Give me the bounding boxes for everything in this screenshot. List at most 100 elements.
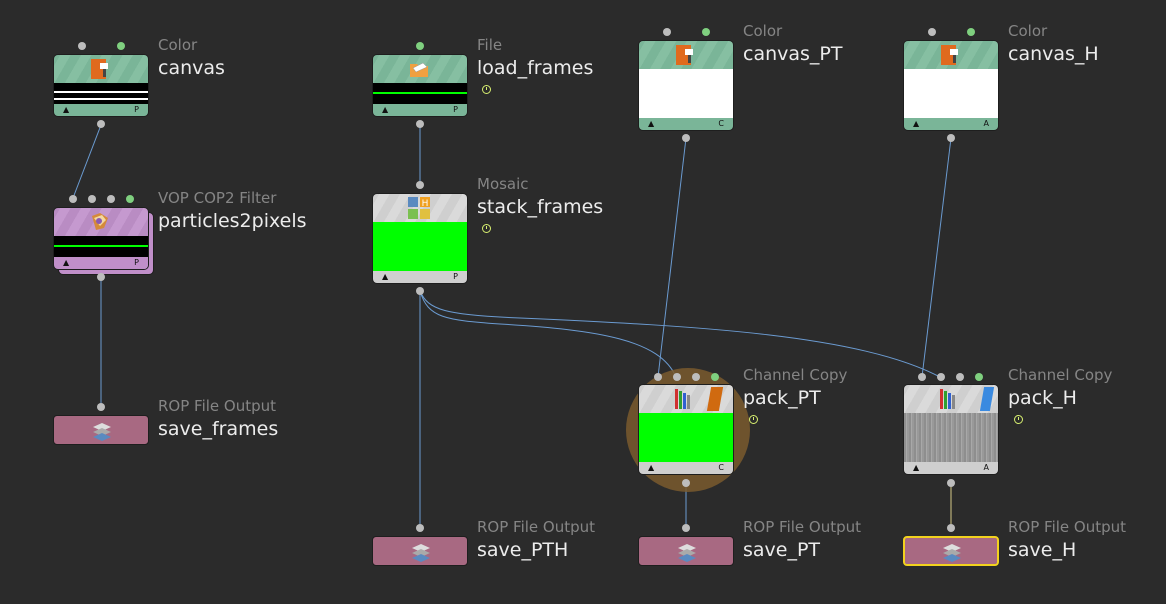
rop-icon [678, 544, 696, 562]
input-connector[interactable] [78, 42, 86, 50]
output-flag-dot[interactable] [975, 373, 983, 381]
mosaic-icon: H [408, 197, 430, 219]
node-flags: ▲P [373, 104, 467, 116]
node-name-label[interactable]: stack_frames [477, 196, 604, 218]
node-body[interactable]: ▲A [903, 40, 999, 131]
node-flags: ▲P [54, 257, 148, 269]
rop-icon [412, 544, 430, 562]
input-connector[interactable] [937, 373, 945, 381]
node-name-label[interactable]: particles2pixels [158, 210, 307, 232]
node-name-label[interactable]: pack_H [1008, 387, 1077, 409]
node-preview [904, 69, 998, 118]
color-icon [91, 59, 108, 79]
output-connector[interactable] [97, 120, 105, 128]
node-header [639, 41, 733, 69]
node-body[interactable]: ▲P [53, 207, 149, 270]
node-type-label: ROP File Output [1008, 518, 1127, 536]
node-type-label: Mosaic [477, 175, 529, 193]
node-header: H [373, 194, 467, 222]
node-type-label: Channel Copy [1008, 366, 1113, 384]
node-name-label[interactable]: save_PTH [477, 539, 569, 561]
output-flag-dot[interactable] [711, 373, 719, 381]
wire-stack-frames-to-pack-pt [419, 290, 677, 378]
output-flag-dot[interactable] [117, 42, 125, 50]
output-connector[interactable] [97, 273, 105, 281]
node-name-label[interactable]: canvas_H [1008, 43, 1099, 65]
node-flags: ▲P [373, 271, 467, 283]
output-flag-dot[interactable] [967, 28, 975, 36]
color-icon [941, 45, 958, 65]
node-body[interactable]: H ▲P [372, 193, 468, 284]
input-connector[interactable] [682, 524, 690, 532]
node-name-label[interactable]: load_frames [477, 57, 594, 79]
node-body[interactable]: ▲C [638, 384, 734, 475]
output-connector[interactable] [682, 134, 690, 142]
node-header [54, 208, 148, 236]
rop-node-body[interactable] [372, 536, 468, 566]
rop-node-body-selected[interactable] [903, 536, 999, 566]
node-type-label: VOP COP2 Filter [158, 189, 277, 207]
input-connector[interactable] [928, 28, 936, 36]
rop-node-body[interactable] [638, 536, 734, 566]
input-connector[interactable] [692, 373, 700, 381]
rop-node-body[interactable] [53, 415, 149, 445]
rop-icon [93, 423, 111, 441]
node-body[interactable]: ▲C [638, 40, 734, 131]
input-connector[interactable] [88, 195, 96, 203]
time-dependent-icon [482, 85, 491, 94]
output-connector[interactable] [947, 134, 955, 142]
node-preview [54, 83, 148, 104]
channel-swatch [979, 387, 995, 411]
input-connector[interactable] [956, 373, 964, 381]
time-dependent-icon [482, 224, 491, 233]
node-body[interactable]: ▲P [372, 54, 468, 117]
node-type-label: Channel Copy [743, 366, 848, 384]
time-dependent-icon [749, 415, 758, 424]
input-connector[interactable] [673, 373, 681, 381]
vop-icon [92, 213, 108, 230]
node-preview [54, 236, 148, 257]
node-body[interactable]: ▲P [53, 54, 149, 117]
input-connector[interactable] [663, 28, 671, 36]
input-connector[interactable] [918, 373, 926, 381]
output-connector[interactable] [682, 479, 690, 487]
output-connector[interactable] [947, 479, 955, 487]
output-flag-dot[interactable] [126, 195, 134, 203]
output-connector[interactable] [416, 287, 424, 295]
channel-swatch [706, 387, 724, 411]
output-connector[interactable] [416, 120, 424, 128]
node-type-label: File [477, 36, 503, 54]
input-connector[interactable] [97, 403, 105, 411]
node-name-label[interactable]: save_frames [158, 418, 279, 440]
svg-text:H: H [422, 199, 429, 209]
node-preview [373, 222, 467, 271]
channel-copy-icon [675, 389, 690, 409]
rop-icon [943, 544, 961, 562]
node-name-label[interactable]: canvas [158, 57, 225, 79]
time-dependent-icon [1014, 415, 1023, 424]
node-name-label[interactable]: save_H [1008, 539, 1077, 561]
node-header [373, 55, 467, 83]
wire-canvas-pt-to-pack-pt [657, 137, 687, 378]
input-connector[interactable] [69, 195, 77, 203]
input-connector[interactable] [654, 373, 662, 381]
input-connector[interactable] [947, 524, 955, 532]
node-name-label[interactable]: pack_PT [743, 387, 821, 409]
node-type-label: ROP File Output [743, 518, 862, 536]
wire-canvas-to-particles2pixels [72, 124, 102, 199]
input-connector[interactable] [107, 195, 115, 203]
node-type-label: Color [158, 36, 198, 54]
input-connector[interactable] [416, 524, 424, 532]
node-header [904, 385, 998, 413]
output-flag-dot[interactable] [416, 42, 424, 50]
output-flag-dot[interactable] [702, 28, 710, 36]
node-name-label[interactable]: save_PT [743, 539, 821, 561]
node-name-label[interactable]: canvas_PT [743, 43, 843, 65]
input-connector[interactable] [416, 181, 424, 189]
node-body[interactable]: ▲A [903, 384, 999, 475]
node-flags: ▲A [904, 462, 998, 474]
node-flags: ▲C [639, 462, 733, 474]
node-flags: ▲P [54, 104, 148, 116]
node-header [54, 55, 148, 83]
channel-copy-icon [940, 389, 955, 409]
